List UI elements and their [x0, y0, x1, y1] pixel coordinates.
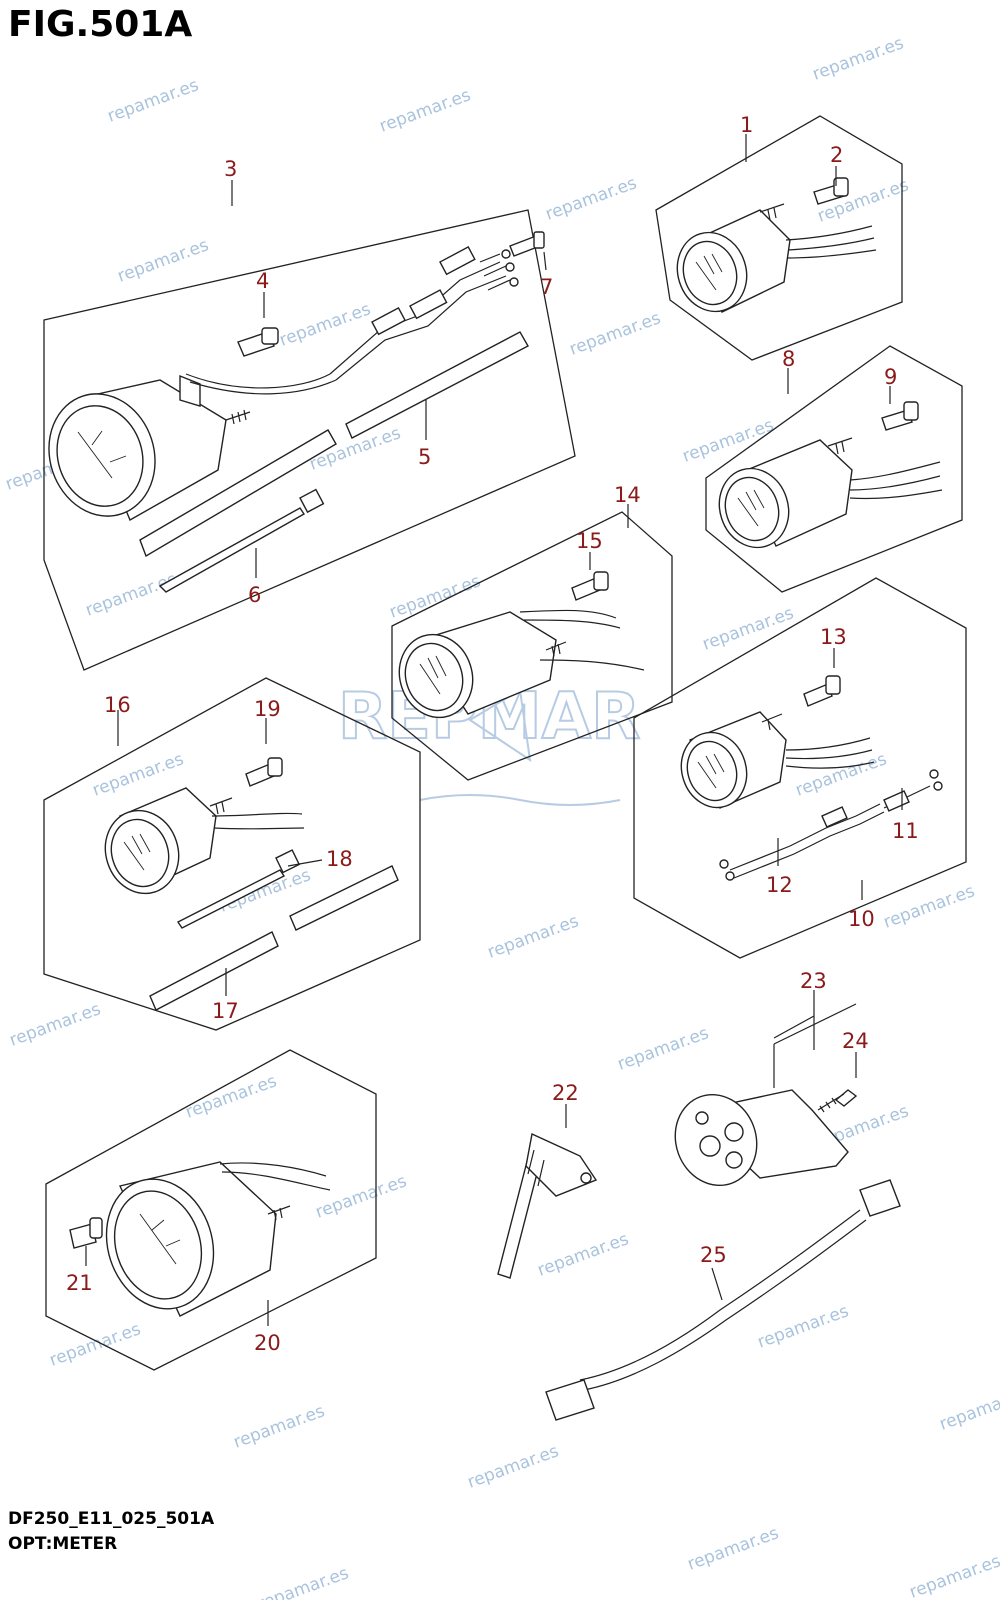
- bulb-4: [237, 327, 279, 357]
- figure-title: FIG.501A: [8, 4, 193, 45]
- part-label: 3: [224, 157, 237, 181]
- part-label: 1: [740, 113, 753, 137]
- part-label: 19: [254, 697, 281, 721]
- watermark-text: repamar.es: [7, 999, 104, 1050]
- part-label: 7: [540, 275, 553, 299]
- tie-band-6: [158, 488, 325, 593]
- watermark-text: repamar.es: [810, 33, 907, 84]
- watermark-text: repamar.es: [465, 1441, 562, 1492]
- meter-16: [104, 787, 305, 895]
- hose-5: [139, 331, 529, 558]
- harness-11: [883, 769, 943, 812]
- watermark-text: repamar.es: [377, 85, 474, 136]
- watermark-text: repamar.es: [255, 1563, 352, 1600]
- group-1: [655, 115, 903, 361]
- watermark-text: repamar.es: [183, 1071, 280, 1122]
- part-label: 14: [614, 483, 641, 507]
- watermark-text: repamar.es: [793, 749, 890, 800]
- watermark-text: repamar.es: [937, 1383, 1000, 1434]
- watermark-text: repamar.es: [881, 881, 978, 932]
- part-label: 22: [552, 1081, 579, 1105]
- watermark-text: repamar.es: [755, 1301, 852, 1352]
- part-label: 6: [248, 583, 261, 607]
- part-label: 10: [848, 907, 875, 931]
- watermark-text: repamar.es: [700, 603, 797, 654]
- watermark-text: repamar.es: [231, 1401, 328, 1452]
- watermark-text: repamar.es: [47, 1319, 144, 1370]
- leader-lines: [85, 134, 903, 1326]
- watermark-text: repamar.es: [105, 75, 202, 126]
- group-20: [45, 1049, 377, 1371]
- part-label: 21: [66, 1271, 93, 1295]
- group-16: [43, 677, 421, 1031]
- group-8: [705, 345, 963, 593]
- meter-8: [718, 437, 943, 549]
- meter-14: [398, 609, 645, 719]
- harness-12: [719, 803, 885, 881]
- part-label: 24: [842, 1029, 869, 1053]
- watermark-text: repamar.es: [615, 1023, 712, 1074]
- part-label: 11: [892, 819, 919, 843]
- watermark-text: repamar.es: [685, 1523, 782, 1574]
- part-label: 16: [104, 693, 131, 717]
- part-label: 5: [418, 445, 431, 469]
- part-label: 4: [256, 269, 269, 293]
- sensor-22: [497, 1132, 598, 1279]
- part-label: 23: [800, 969, 827, 993]
- meter-3: [48, 373, 337, 522]
- part-label: 12: [766, 873, 793, 897]
- pitot-23: [674, 1003, 857, 1187]
- watermark-text: repamar.es: [387, 571, 484, 622]
- meter-10: [680, 711, 875, 809]
- cable-25: [545, 1179, 901, 1421]
- part-label: 2: [830, 143, 843, 167]
- part-label: 20: [254, 1331, 281, 1355]
- part-label: 17: [212, 999, 239, 1023]
- watermark-text: repamar.es: [83, 569, 180, 620]
- group-14: [391, 511, 673, 781]
- watermark-text: repamar.es: [90, 749, 187, 800]
- part-label: 13: [820, 625, 847, 649]
- watermark-text: repamar.es: [115, 235, 212, 286]
- watermark-text: repamar.es: [277, 299, 374, 350]
- watermark-text: repamar.es: [217, 865, 314, 916]
- part-label: 18: [326, 847, 353, 871]
- watermark-text: repamar.es: [680, 415, 777, 466]
- connector-7: [509, 231, 545, 257]
- bulb-13: [803, 675, 841, 707]
- watermark-text: repamar.es: [907, 1551, 1000, 1600]
- part-label: 15: [576, 529, 603, 553]
- bulb-21: [69, 1217, 103, 1249]
- tie-band-18: [176, 849, 301, 929]
- watermark-text: repamar.es: [535, 1229, 632, 1280]
- watermark-text: repamar.es: [543, 173, 640, 224]
- part-label: 8: [782, 347, 795, 371]
- part-label: 9: [884, 365, 897, 389]
- bulb-15: [571, 571, 609, 601]
- group-10: [633, 577, 967, 959]
- bulb-9: [881, 401, 919, 431]
- bulb-19: [245, 757, 283, 787]
- diagram-caption: OPT:METER: [8, 1534, 118, 1554]
- screw-24: [817, 1089, 858, 1113]
- bulb-2: [813, 177, 849, 205]
- hose-17: [149, 865, 399, 1011]
- diagram-code: DF250_E11_025_501A: [8, 1509, 215, 1529]
- group-3: [43, 209, 576, 671]
- part-labels: 3 4 5 6 7 1 2 8 9 14 15 13 11 12 10 16 1…: [66, 113, 919, 1355]
- watermark-text: repamar.es: [567, 308, 664, 359]
- meter-20: [105, 1161, 331, 1317]
- meter-1: [676, 203, 877, 313]
- part-label: 25: [700, 1243, 727, 1267]
- watermark-text: repamar.es: [313, 1171, 410, 1222]
- watermark-text: repamar.es: [485, 911, 582, 962]
